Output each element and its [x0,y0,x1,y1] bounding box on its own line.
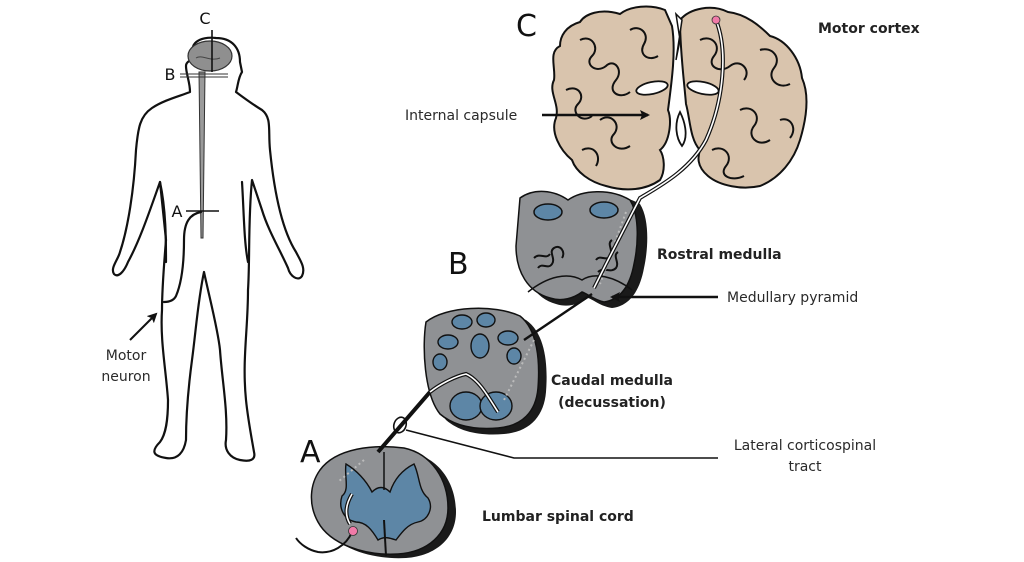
axon-medulla-to-caudal [523,293,593,341]
spinal-cord-dotted-tract [337,459,365,483]
brain-gyri-right [699,37,795,180]
medullary-pyramid-label: Medullary pyramid [727,290,858,306]
caudal-medulla-label-line2: (decussation) [558,395,666,411]
lower-motor-neuron-axon [295,531,353,554]
internal-capsule-label: Internal capsule [405,108,517,124]
motor-neuron-label-line2: neuron [101,369,150,385]
caudal-medulla-section: Caudal medulla (decussation) [423,307,673,435]
section-a-letter: A [300,435,321,470]
caudal-nucleus-4 [497,330,519,346]
decussation-axon-inner [429,373,499,413]
brain-sulcus [195,56,221,60]
caudal-medulla-dotted-tract [503,339,535,401]
body-brain-icon [187,40,233,72]
body-label-a: A [172,202,183,221]
lower-motor-neuron-soma [348,526,358,536]
caudal-medulla-label-line1: Caudal medulla [551,373,673,389]
rostral-medulla-section: B Rostral medulla Medullary pyramid [448,190,858,308]
corticospinal-pathway: Lateral corticospinal tract [295,15,876,554]
section-b-letter: B [448,247,469,282]
right-inner-arm [240,180,250,264]
body-outline [111,36,305,462]
caudal-nucleus-6 [432,353,448,371]
upper-motor-neuron-axon-inner [593,19,724,289]
caudal-nucleus-3 [437,334,459,350]
rostral-medulla-nucleus-right [589,201,619,219]
motor-cortex-label: Motor cortex [818,21,920,37]
motor-neuron-arrow [129,312,158,341]
caudal-nucleus-5 [470,333,490,359]
lumbar-spinal-cord-label: Lumbar spinal cord [482,509,634,525]
body-motor-neuron [162,210,203,304]
lateral-corticospinal-pointer-line [405,429,718,459]
body-spinal-cord [198,71,206,239]
brain-coronal-section: Internal capsule C Motor cortex [405,5,920,191]
body-figure: C B A Motor neuron [101,9,305,462]
brain-left-hemisphere [551,5,675,191]
spinal-cord-median-fissure [383,519,387,557]
caudal-nucleus-7 [506,347,522,365]
lateral-corticospinal-tract-marker [392,416,408,434]
inferior-olive-left [533,246,565,269]
brain-right-hemisphere [678,6,808,189]
brain-gyri-left [565,27,659,167]
body-label-c: C [199,9,210,28]
motor-neuron-label-line1: Motor [106,348,147,364]
caudal-nucleus-1 [451,314,473,330]
rostral-medulla-label: Rostral medulla [657,247,782,263]
lateral-ventricle-left [635,80,669,96]
caudal-nucleus-2 [476,312,496,328]
upper-motor-neuron-soma [711,15,721,25]
caudal-pyramid-left [449,391,483,421]
third-ventricle [675,109,687,148]
pyramid-outline [527,275,633,293]
rostral-medulla-nucleus-left [533,203,563,221]
left-inner-arm [158,180,168,264]
body-label-b: B [165,65,176,84]
lateral-corticospinal-label-line2: tract [788,459,822,475]
lateral-corticospinal-label-line1: Lateral corticospinal [734,438,876,454]
rostral-medulla-body [515,190,639,303]
section-c-letter: C [516,9,537,44]
spinal-upper-axon-inner [345,493,353,525]
longitudinal-fissure [674,11,683,61]
